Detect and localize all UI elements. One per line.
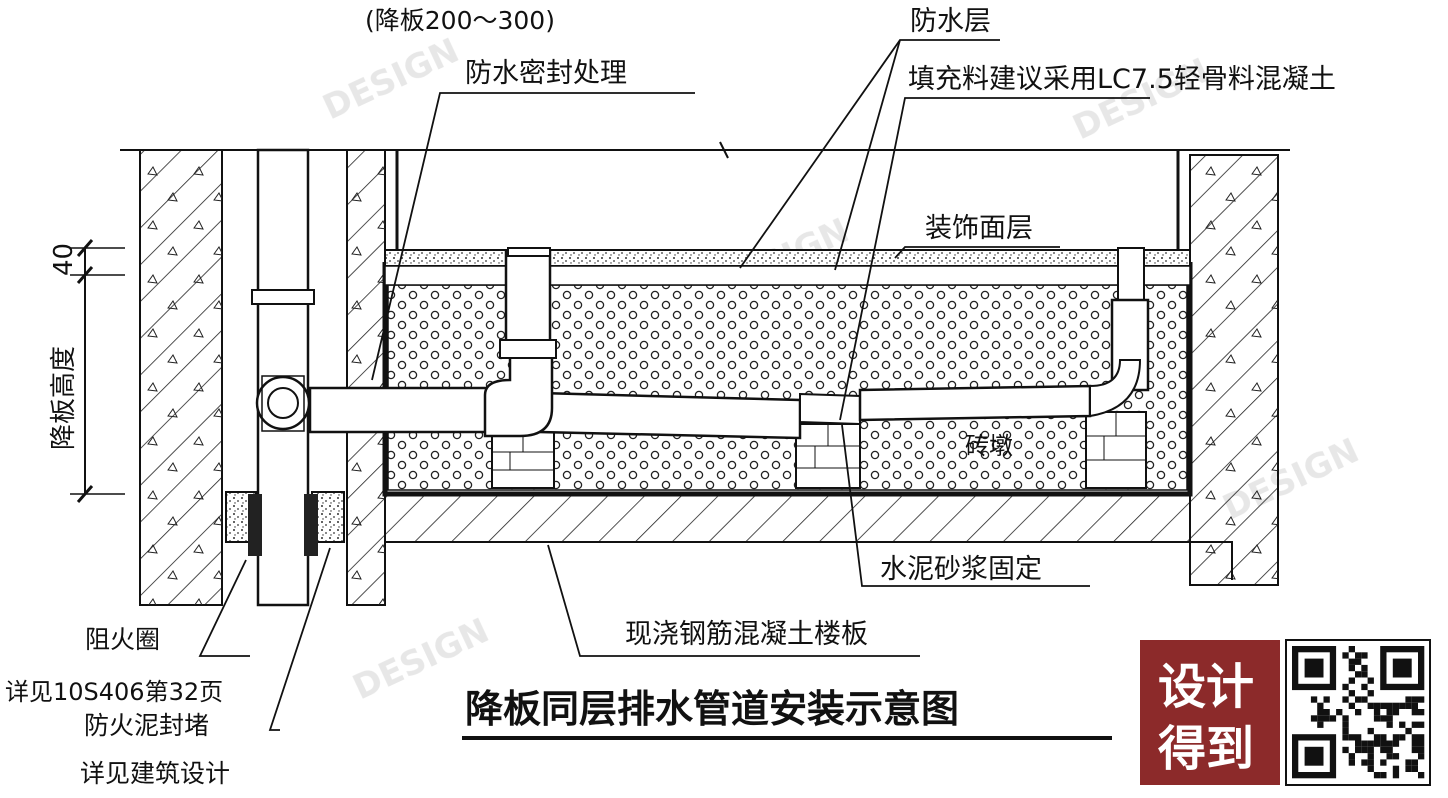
label-fireproof-mud: 防火泥封堵 bbox=[84, 711, 209, 740]
label-fill-material: 填充料建议采用LC7.5轻骨料混凝土 bbox=[908, 64, 1336, 95]
logo-line2: 得到 bbox=[1158, 721, 1254, 777]
label-brick-pier: 砖墩 bbox=[965, 432, 1013, 460]
logo-line1: 设计 bbox=[1158, 659, 1254, 715]
dimension bbox=[70, 239, 125, 503]
label-cast-in-place-slab: 现浇钢筋混凝土楼板 bbox=[625, 619, 868, 650]
floor-slab bbox=[384, 493, 1233, 580]
label-fire-ring: 阻火圈 bbox=[85, 625, 160, 654]
fire-ring bbox=[225, 491, 345, 556]
label-finish-layer: 装饰面层 bbox=[925, 213, 1033, 244]
logo-background bbox=[1140, 640, 1280, 785]
label-cement-mortar-fix: 水泥砂浆固定 bbox=[880, 554, 1042, 585]
floor-drain-riser bbox=[1089, 247, 1150, 418]
right-wall bbox=[1189, 154, 1279, 586]
left-wall bbox=[139, 149, 223, 606]
branch-pipe bbox=[308, 384, 1092, 440]
dim-slab-drop-height: 降板高度 bbox=[49, 346, 79, 450]
stack-pipe bbox=[251, 148, 315, 607]
label-slab-drop-range: (降板200～300) bbox=[365, 6, 555, 35]
label-fire-ring-ref: 详见10S406第32页 bbox=[5, 678, 223, 706]
logo: 设计 得到 bbox=[1140, 640, 1280, 785]
leader-lines bbox=[198, 39, 1150, 731]
elbow-fitting bbox=[483, 247, 557, 438]
svg-text:DESIGN: DESIGN bbox=[317, 31, 465, 129]
brick-pier-1 bbox=[491, 431, 555, 489]
qr-code bbox=[1285, 639, 1431, 786]
label-waterproof-layer: 防水层 bbox=[910, 6, 991, 37]
partition-wall bbox=[346, 149, 386, 606]
finish-layer bbox=[384, 249, 1191, 286]
brick-pier-3 bbox=[1085, 411, 1147, 489]
waterproof-layer bbox=[382, 262, 1193, 497]
break-mark bbox=[719, 141, 729, 159]
diagram-title: 降板同层排水管道安装示意图 bbox=[465, 687, 959, 731]
label-waterproof-seal: 防水密封处理 bbox=[465, 58, 627, 89]
label-architecture-ref: 详见建筑设计 bbox=[80, 759, 230, 788]
dim-40: 40 bbox=[49, 243, 79, 276]
brick-pier-2 bbox=[795, 423, 861, 489]
